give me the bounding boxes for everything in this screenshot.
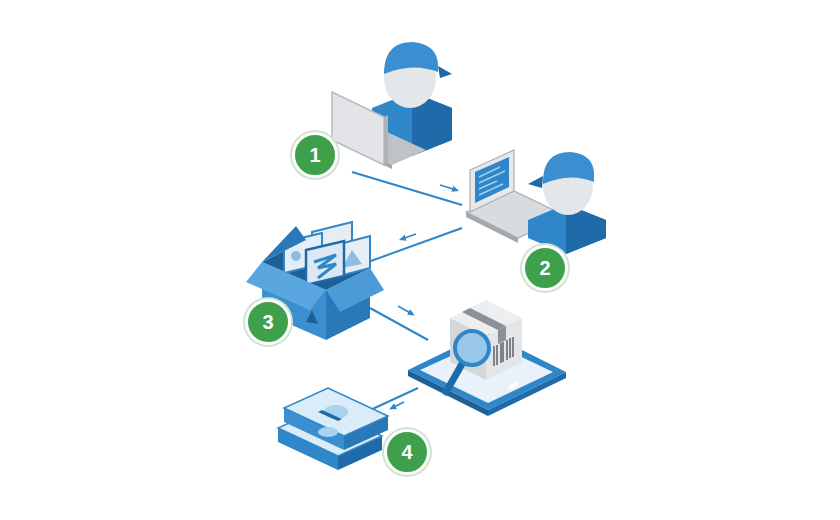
laptop-1 [332,92,426,169]
callout-number: 1 [292,132,338,178]
money-stacks [278,388,388,470]
tablet-scanner [408,300,566,416]
callout-number: 4 [384,429,430,475]
callout-number: 2 [522,245,568,291]
person-2 [528,152,606,254]
callout-number: 3 [245,299,291,345]
